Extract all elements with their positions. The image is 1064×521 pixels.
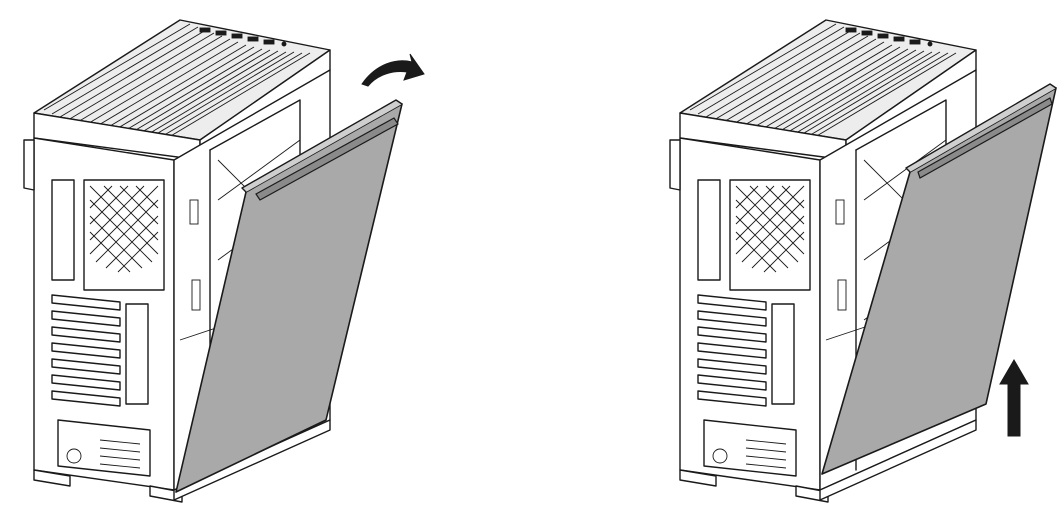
vertical-gpu-slot	[125, 303, 149, 405]
glass-panel-handle	[917, 97, 1053, 179]
psu-bay	[703, 419, 797, 477]
case-foot-left	[33, 469, 71, 487]
rear-io-shield	[51, 179, 75, 281]
step-1-illustration	[23, 19, 425, 503]
case-base-rail	[819, 419, 977, 501]
psu-bay	[57, 419, 151, 477]
expansion-slots	[51, 294, 121, 407]
glass-panel-edge	[241, 99, 403, 193]
step-2-figure	[646, 0, 1064, 521]
case-foot-left	[679, 469, 717, 487]
step-2-illustration	[669, 19, 1057, 503]
case-top-vents	[43, 23, 311, 141]
glass-panel-edge	[905, 83, 1057, 173]
top-io-ports	[199, 27, 287, 47]
case-left-bracket	[669, 139, 681, 191]
step-1-figure	[23, 19, 425, 503]
up-arrow-icon	[999, 359, 1029, 437]
expansion-slots	[697, 294, 767, 407]
curved-arrow-icon	[361, 53, 425, 87]
rear-fan-mesh	[729, 179, 811, 291]
top-io-ports	[845, 27, 933, 47]
glass-side-panel	[821, 87, 1057, 475]
rear-io-shield	[697, 179, 721, 281]
case-left-bracket	[23, 139, 35, 191]
case-top-vents	[689, 23, 957, 141]
glass-panel-handle	[255, 117, 399, 201]
rear-fan-mesh	[83, 179, 165, 291]
vertical-gpu-slot	[771, 303, 795, 405]
